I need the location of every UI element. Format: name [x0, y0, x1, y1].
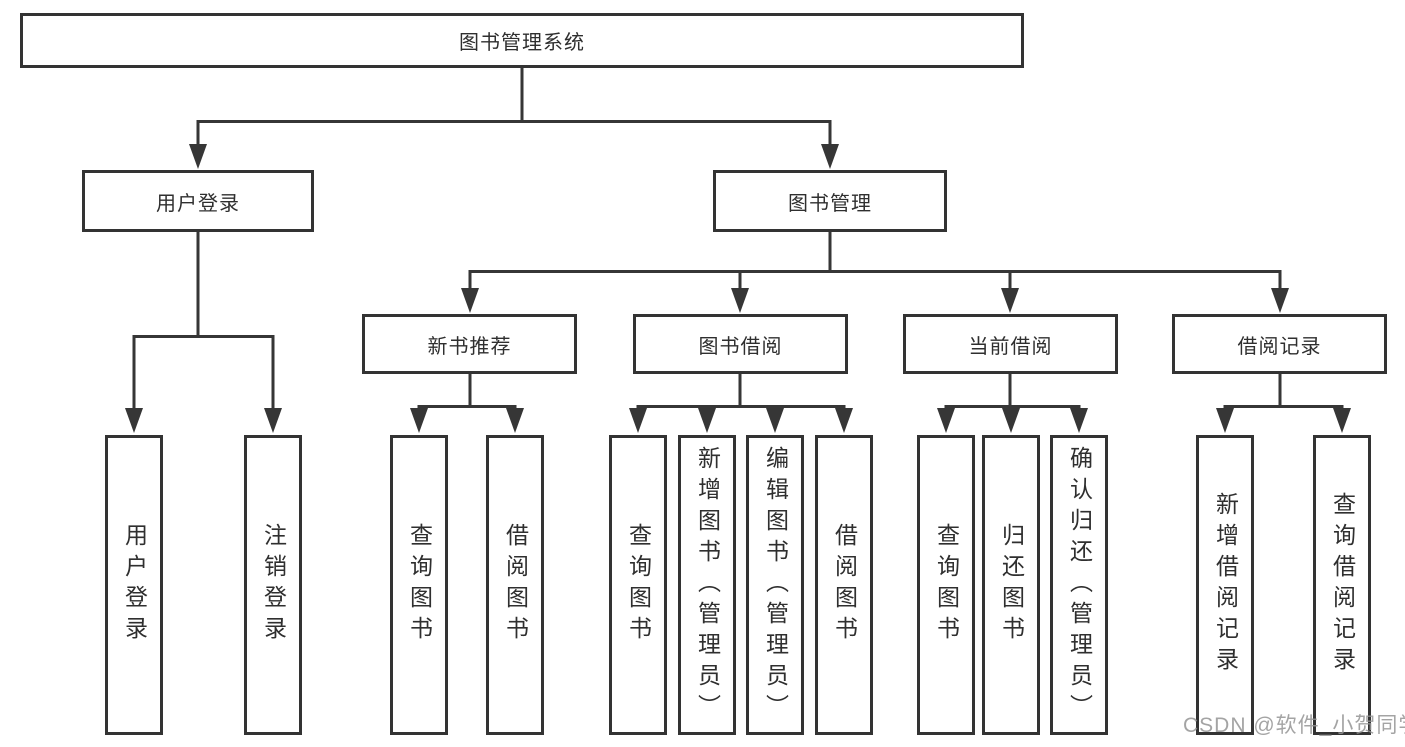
node-label: 图书借阅 [698, 335, 783, 358]
node-current-borrow: 当前借阅 [903, 314, 1118, 374]
node-leaf-add-books-admin: 新增图书（管理员） [678, 435, 736, 735]
arrow-down-icon [766, 408, 784, 433]
arrow-down-icon [1216, 408, 1234, 433]
arrow-down-icon [264, 408, 282, 433]
node-label: 归还图书 [998, 523, 1025, 647]
node-label: 图书管理 [788, 192, 872, 215]
node-label: 当前借阅 [968, 335, 1053, 358]
node-leaf-user-login: 用户登录 [105, 435, 163, 735]
connector-user-login-branch [132, 232, 275, 411]
arrow-down-icon [1333, 408, 1351, 433]
node-label: 查询图书 [933, 523, 960, 647]
connector-book-borrow-group [636, 374, 846, 412]
connector-book-mgmt-branch [468, 232, 1282, 291]
connector-root [196, 68, 832, 147]
node-leaf-query-books-2: 查询图书 [609, 435, 667, 735]
node-new-book-recommend: 新书推荐 [362, 314, 577, 374]
node-label: 查询借阅记录 [1329, 492, 1356, 678]
node-book-management-branch: 图书管理 [713, 170, 947, 232]
node-label: 借阅图书 [502, 523, 529, 647]
arrow-down-icon [506, 408, 524, 433]
node-book-borrow: 图书借阅 [633, 314, 848, 374]
arrow-down-icon [461, 288, 479, 313]
node-leaf-return-books: 归还图书 [982, 435, 1040, 735]
arrow-down-icon [698, 408, 716, 433]
node-label: 新增图书（管理员） [694, 445, 721, 725]
csdn-watermark: CSDN @软件_小贺同学 [1183, 714, 1405, 737]
node-leaf-query-books-1: 查询图书 [390, 435, 448, 735]
node-label: 注销登录 [260, 523, 287, 647]
arrow-down-icon [1271, 288, 1289, 313]
arrow-down-icon [1070, 408, 1088, 433]
arrow-down-icon [821, 144, 839, 169]
node-leaf-query-books-3: 查询图书 [917, 435, 975, 735]
node-label: 借阅图书 [831, 523, 858, 647]
node-label: 编辑图书（管理员） [762, 445, 789, 725]
node-library-management-system: 图书管理系统 [20, 13, 1024, 68]
node-user-login-branch: 用户登录 [82, 170, 314, 232]
node-leaf-confirm-return-admin: 确认归还（管理员） [1050, 435, 1108, 735]
node-label: 确认归还（管理员） [1066, 445, 1093, 725]
arrow-down-icon [1002, 408, 1020, 433]
arrowheads [125, 144, 1351, 433]
node-label: 图书管理系统 [459, 32, 585, 54]
node-label: 新书推荐 [427, 335, 512, 358]
node-leaf-borrow-books-1: 借阅图书 [486, 435, 544, 735]
node-label: 查询图书 [406, 523, 433, 647]
node-leaf-query-borrow-record: 查询借阅记录 [1313, 435, 1371, 735]
arrow-down-icon [731, 288, 749, 313]
node-leaf-edit-books-admin: 编辑图书（管理员） [746, 435, 804, 735]
arrow-down-icon [835, 408, 853, 433]
connector-borrow-record-group [1223, 374, 1344, 412]
connector-current-borrow-group [944, 374, 1081, 412]
node-label: 查询图书 [625, 523, 652, 647]
node-label: 用户登录 [121, 523, 148, 647]
arrow-down-icon [1001, 288, 1019, 313]
node-leaf-logout: 注销登录 [244, 435, 302, 735]
arrow-down-icon [125, 408, 143, 433]
node-leaf-add-borrow-record: 新增借阅记录 [1196, 435, 1254, 735]
arrow-down-icon [410, 408, 428, 433]
node-borrow-record: 借阅记录 [1172, 314, 1387, 374]
connector-new-book-group [417, 374, 517, 412]
node-label: 借阅记录 [1237, 335, 1322, 358]
arrow-down-icon [189, 144, 207, 169]
node-label: 新增借阅记录 [1212, 492, 1239, 678]
arrow-down-icon [937, 408, 955, 433]
node-label: 用户登录 [156, 192, 240, 215]
node-leaf-borrow-books-2: 借阅图书 [815, 435, 873, 735]
arrow-down-icon [629, 408, 647, 433]
